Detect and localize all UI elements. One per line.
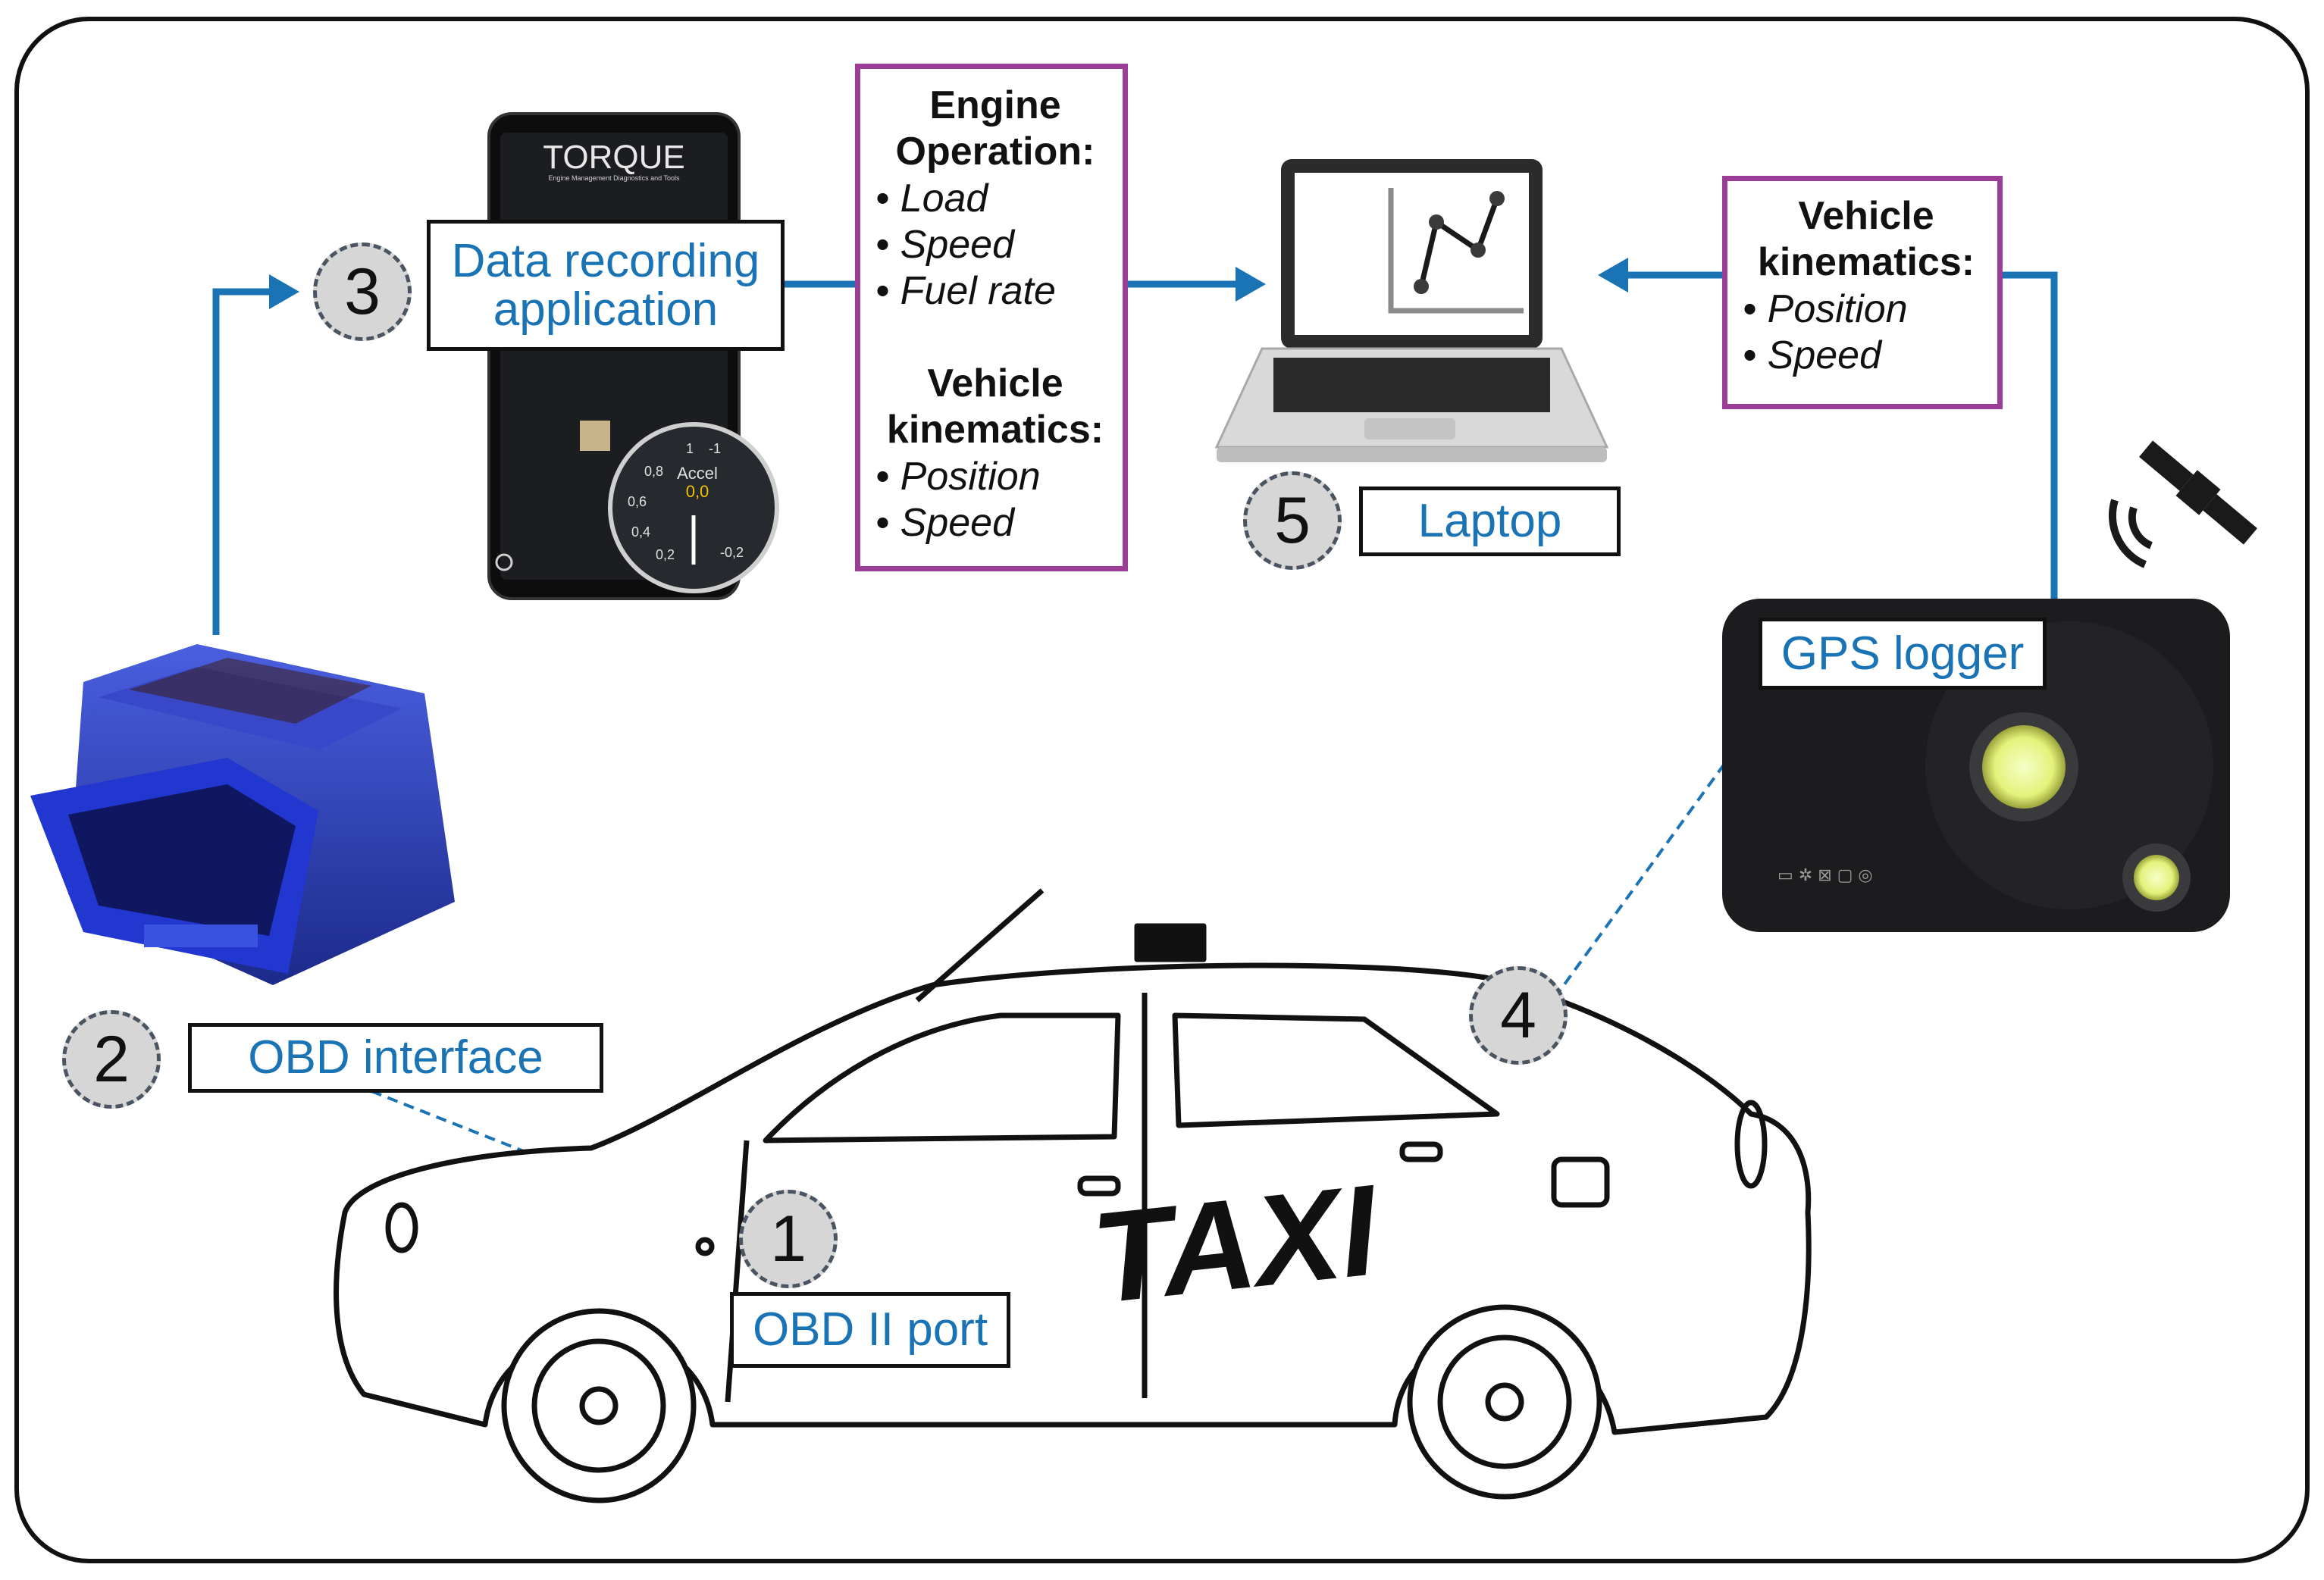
gps-data-box: Vehicle kinematics: • Position • Speed xyxy=(1722,176,2003,409)
leader-gps-to-car xyxy=(1549,762,1726,1006)
obd-interface-text: OBD interface xyxy=(248,1031,543,1084)
gps-kinematics-heading: Vehicle kinematics: xyxy=(1757,194,1975,285)
arrow-gps-to-laptop-head xyxy=(1598,258,1628,293)
gauge-tick: 0,2 xyxy=(656,547,675,562)
gauge-tick: 0,4 xyxy=(631,524,650,540)
step-badge-4: 4 xyxy=(1469,966,1568,1065)
data-recording-app-label: Data recording application xyxy=(427,220,785,351)
gps-kinematics-item: • Position xyxy=(1743,286,1908,331)
connector-gps-to-box xyxy=(2000,271,2058,599)
gauge-label: Accel xyxy=(677,464,718,483)
vehicle-kinematics-heading: Vehicle kinematics: xyxy=(886,361,1104,452)
phone-data-box: Engine Operation: • Load • Speed • Fuel … xyxy=(855,64,1128,571)
obd-device xyxy=(30,644,455,985)
gauge-tick: 0,6 xyxy=(628,494,647,509)
arrow-box-to-laptop-head xyxy=(1236,267,1266,302)
settings-icon xyxy=(495,553,513,571)
svg-text:▭ ✲ ⊠ ▢ ◎: ▭ ✲ ⊠ ▢ ◎ xyxy=(1777,866,1873,885)
gauge-tick: 1 xyxy=(686,441,694,456)
step-badge-5: 5 xyxy=(1243,471,1342,570)
laptop-icon xyxy=(1214,159,1609,462)
engine-item: • Speed xyxy=(875,223,1015,268)
taxi-car-illustration xyxy=(334,888,1812,1503)
laptop-label: Laptop xyxy=(1359,487,1621,556)
phone-app-title: TORQUE xyxy=(543,139,684,176)
gauge-tick: -1 xyxy=(709,441,721,456)
engine-item: • Fuel rate xyxy=(875,269,1056,314)
speed-gauge xyxy=(608,422,779,593)
satellite-icon xyxy=(2139,440,2257,545)
gauge-tick: -0,2 xyxy=(720,545,744,560)
taxi-text: TAXI xyxy=(1086,1158,1386,1331)
step-badge-2: 2 xyxy=(62,1010,161,1109)
kinematics-item: • Position xyxy=(875,454,1041,499)
engine-operation-heading: Engine Operation: xyxy=(895,83,1095,174)
laptop-text: Laptop xyxy=(1417,495,1562,548)
satellite-signal-icon xyxy=(2108,499,2147,568)
data-recording-app-text: Data recording application xyxy=(451,235,760,336)
phone-app-subtitle: Engine Management Diagnostics and Tools xyxy=(549,174,680,182)
gauge-value: 0,0 xyxy=(686,482,709,501)
kinematics-item: • Speed xyxy=(875,500,1015,545)
gps-kinematics-item: • Speed xyxy=(1743,333,1882,378)
gps-logger-label: GPS logger xyxy=(1759,618,2047,690)
smartphone: TORQUE Engine Management Diagnostics and… xyxy=(487,112,779,600)
gps-logger-text: GPS logger xyxy=(1781,627,2025,680)
engine-item: • Load xyxy=(875,176,988,221)
arrow-obd-to-app xyxy=(212,288,269,635)
step-badge-3: 3 xyxy=(313,242,412,341)
obd-port-text: OBD II port xyxy=(752,1303,988,1356)
step-badge-1: 1 xyxy=(739,1190,838,1288)
obd-port-label: OBD II port xyxy=(730,1292,1010,1368)
gauge-tick: 0,8 xyxy=(644,464,663,479)
arrow-obd-to-app-head xyxy=(269,274,299,309)
obd-interface-label: OBD interface xyxy=(188,1023,603,1093)
